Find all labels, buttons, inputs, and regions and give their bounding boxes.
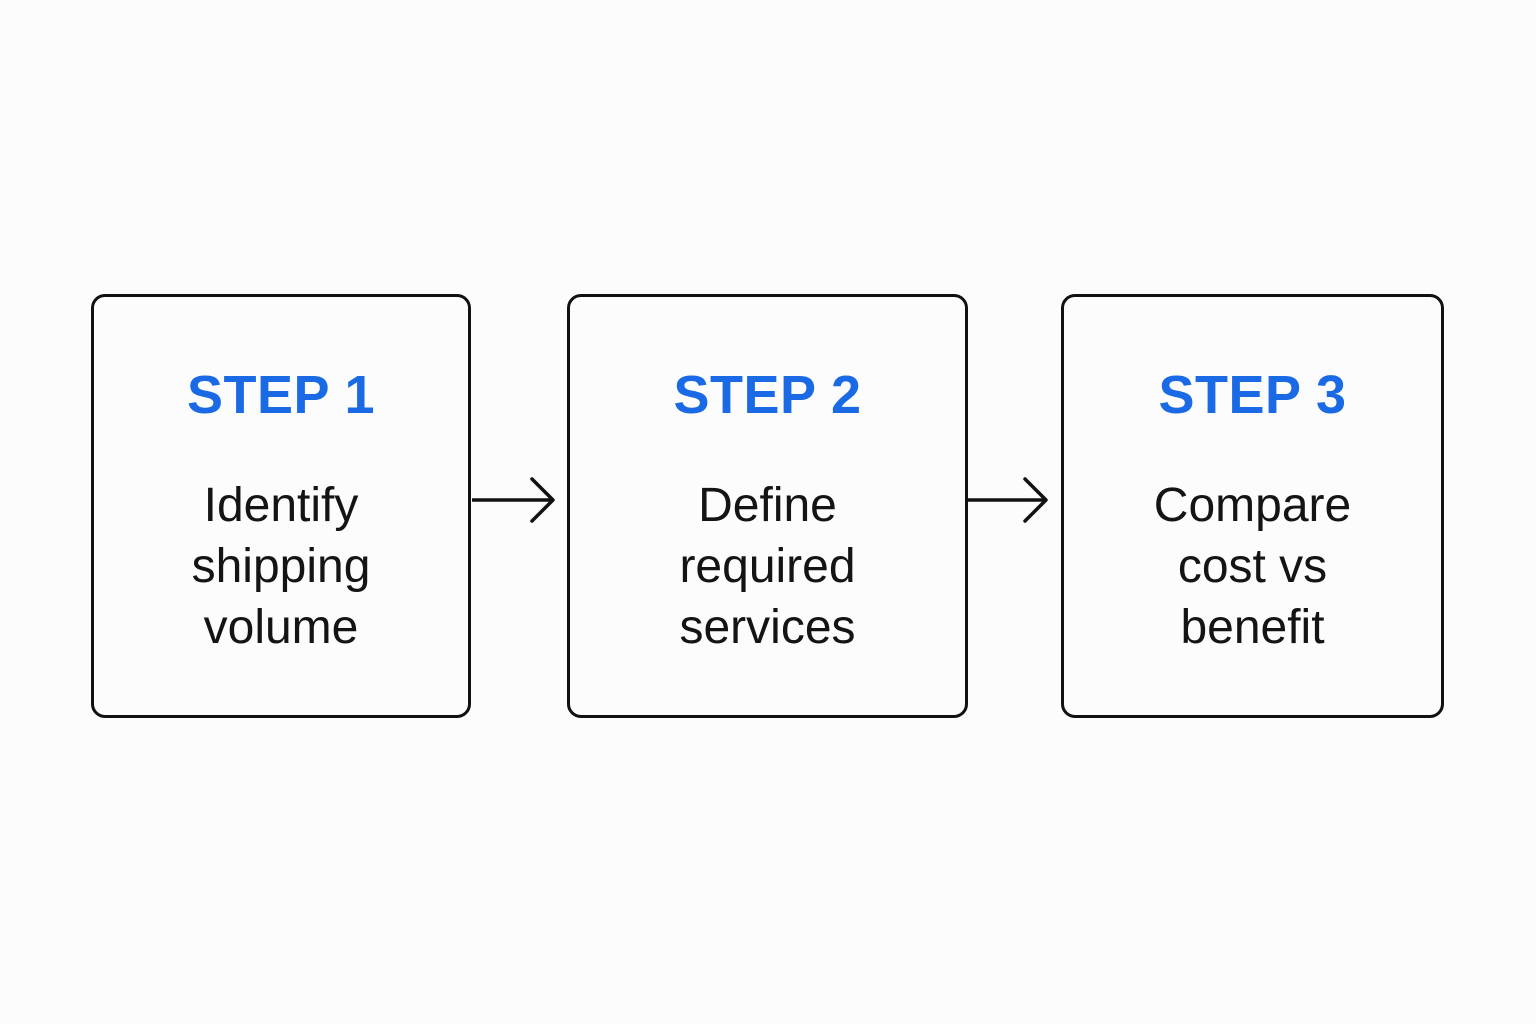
step-1-text: Identify shipping volume [191,479,371,654]
step-1-box: STEP 1 Identify shipping volume [91,294,471,718]
step-2-box: STEP 2 Define required services [567,294,968,718]
step-2-title: STEP 2 [673,365,862,425]
step-3-title: STEP 3 [1158,365,1347,425]
arrow-right-icon [472,477,555,523]
step-3-text: Compare cost vs benefit [1153,479,1352,654]
step-2-text: Define required services [679,479,856,654]
step-1-title: STEP 1 [186,365,376,425]
arrow-right-icon [967,477,1048,523]
step-3-box: STEP 3 Compare cost vs benefit [1061,294,1444,718]
